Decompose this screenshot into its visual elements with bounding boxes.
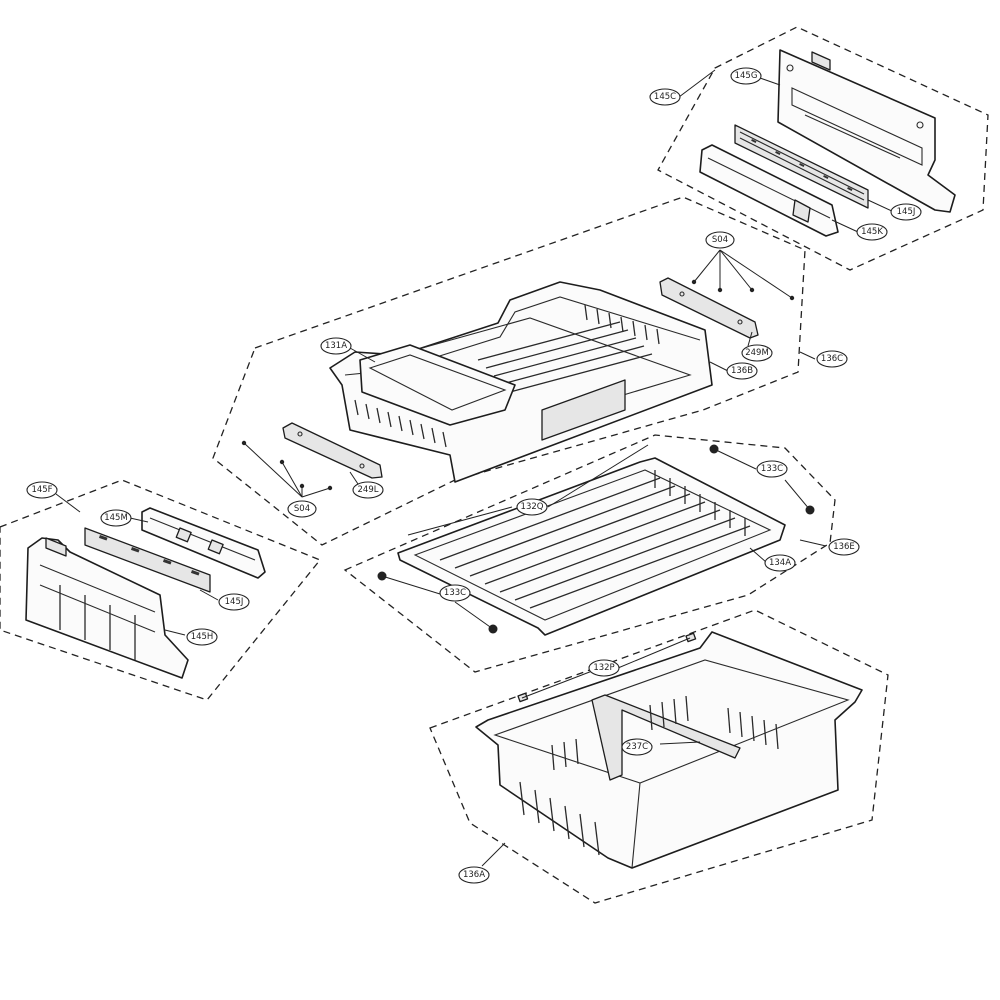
callout-s04-mid: S04 <box>287 500 317 518</box>
svg-text:132Q: 132Q <box>521 502 544 512</box>
slide-rail-249m <box>659 277 759 339</box>
rail-cover-145m <box>141 507 266 579</box>
callout-133c-left: 133C <box>439 584 471 602</box>
svg-text:145G: 145G <box>735 71 758 81</box>
svg-text:S04: S04 <box>712 235 728 245</box>
svg-text:133C: 133C <box>761 464 783 474</box>
group-outline-136e <box>343 434 836 673</box>
svg-text:249L: 249L <box>358 485 379 495</box>
slide-rail-145j-left <box>84 527 211 593</box>
svg-text:145K: 145K <box>861 227 883 237</box>
svg-text:145J: 145J <box>225 597 244 607</box>
leader-lines <box>55 69 895 867</box>
lower-bin-136a <box>475 631 863 869</box>
svg-text:S04: S04 <box>294 504 310 514</box>
rail-bracket-145g <box>777 49 956 213</box>
callout-145m: 145M <box>100 509 132 527</box>
callout-132p: 132P <box>588 659 620 677</box>
svg-text:145C: 145C <box>654 92 676 102</box>
svg-text:145J: 145J <box>897 207 916 217</box>
callout-136e: 136E <box>828 538 860 556</box>
svg-text:136A: 136A <box>463 870 485 880</box>
callout-s04-top: S04 <box>705 231 735 249</box>
callout-145g: 145G <box>730 67 762 85</box>
group-outline-136c <box>212 196 806 546</box>
svg-text:133C: 133C <box>444 588 466 598</box>
callout-145k: 145K <box>856 223 888 241</box>
group-outline-145c <box>657 26 989 271</box>
tray-134a <box>397 457 786 636</box>
svg-text:145M: 145M <box>104 513 128 523</box>
callout-249l: 249L <box>352 481 384 499</box>
rail-cover-145k <box>699 144 839 237</box>
svg-text:132P: 132P <box>593 663 614 673</box>
svg-text:145F: 145F <box>31 485 52 495</box>
callout-136c: 136C <box>816 350 848 368</box>
group-outline-145f <box>0 479 322 701</box>
svg-text:131A: 131A <box>325 341 347 351</box>
callout-145c: 145C <box>649 88 681 106</box>
slide-rail-145j-top <box>734 124 869 209</box>
callout-249m: 249M <box>741 344 773 362</box>
inner-bin-131a <box>359 344 516 426</box>
callout-132q: 132Q <box>516 498 548 516</box>
rail-bracket-145h <box>25 537 189 679</box>
callout-145h: 145H <box>186 628 218 646</box>
callout-134a: 134A <box>764 554 796 572</box>
svg-text:136E: 136E <box>833 542 855 552</box>
svg-text:249M: 249M <box>745 348 769 358</box>
callout-145j-top: 145J <box>890 203 922 221</box>
callout-136a: 136A <box>458 866 490 884</box>
slide-rail-249l <box>282 422 383 479</box>
callout-145j-left: 145J <box>218 593 250 611</box>
svg-text:136B: 136B <box>731 366 753 376</box>
callout-237c: 237C <box>621 738 653 756</box>
callout-136b: 136B <box>726 362 758 380</box>
callout-131a: 131A <box>320 337 352 355</box>
svg-text:145H: 145H <box>191 632 214 642</box>
svg-text:134A: 134A <box>769 558 791 568</box>
svg-text:237C: 237C <box>626 742 648 752</box>
svg-text:136C: 136C <box>821 354 843 364</box>
group-outline-136a <box>429 609 889 904</box>
callout-145f: 145F <box>26 481 58 499</box>
callout-133c-top: 133C <box>756 460 788 478</box>
